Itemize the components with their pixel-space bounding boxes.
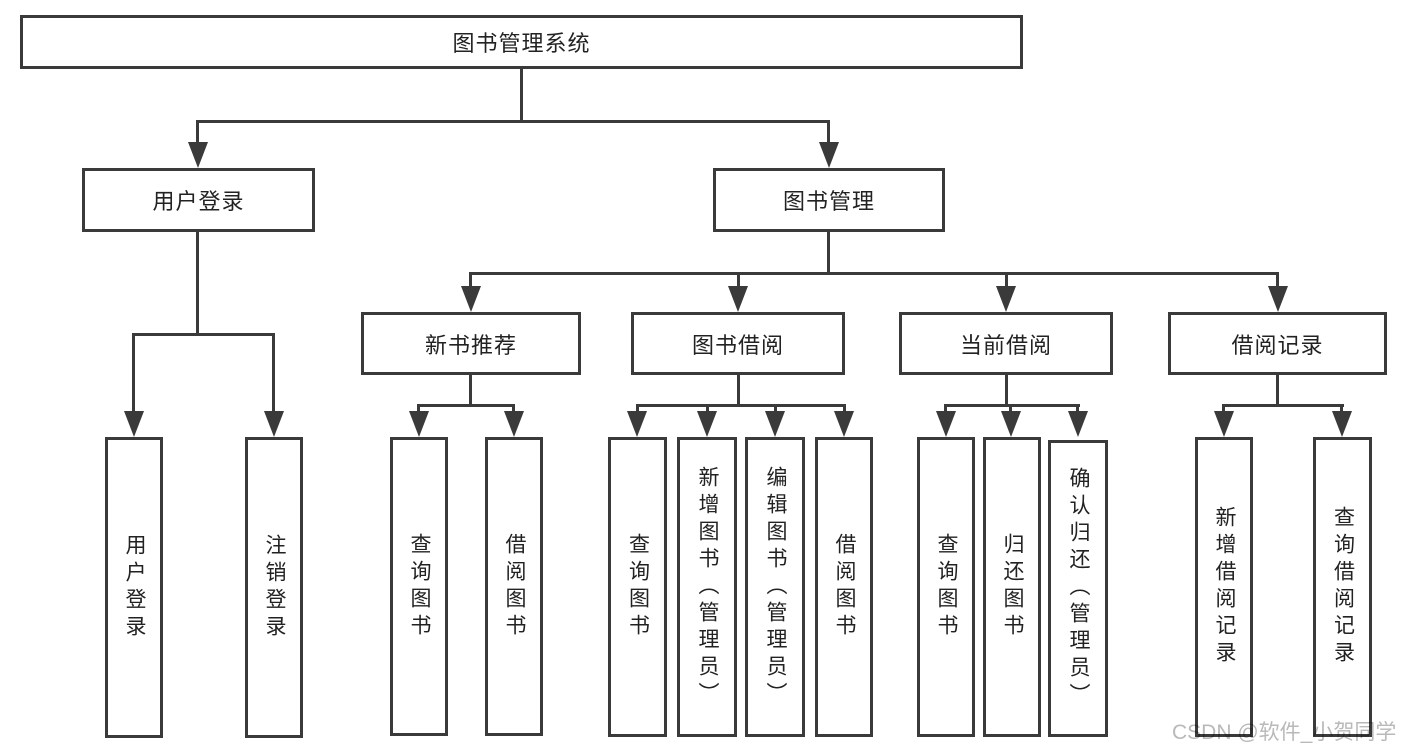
node-current-borrow-label: 当前借阅 xyxy=(959,332,1052,358)
connector-level3-bus-line xyxy=(469,272,1279,275)
arrow-down-icon xyxy=(264,411,284,437)
leaf-query-borrow-record-label: 查询借阅记录 xyxy=(1331,506,1355,668)
arrow-down-icon xyxy=(124,411,144,437)
arrow-down-icon xyxy=(728,286,748,312)
leaf-query-borrow-record: 查询借阅记录 xyxy=(1313,437,1372,737)
node-root: 图书管理系统 xyxy=(20,15,1023,69)
arrow-down-icon xyxy=(819,142,839,168)
leaf-borrow-book-2: 借阅图书 xyxy=(815,437,873,737)
leaf-logout: 注销登录 xyxy=(245,437,303,738)
connector-book-borrow-drop-line xyxy=(737,375,740,407)
connector-stem-leaf xyxy=(512,404,515,415)
arrow-down-icon xyxy=(996,286,1016,312)
connector-new-book-rec-drop-line xyxy=(469,375,472,407)
node-new-book-rec: 新书推荐 xyxy=(361,312,581,375)
leaf-add-borrow-record: 新增借阅记录 xyxy=(1195,437,1253,737)
connector-borrow-records-drop-line xyxy=(1276,375,1279,407)
connector-stem-borrow-records xyxy=(1276,272,1279,290)
node-book-mgmt-label: 图书管理 xyxy=(782,189,875,214)
node-borrow-records-label: 借阅记录 xyxy=(1231,332,1324,358)
leaf-borrow-book-1: 借阅图书 xyxy=(485,437,543,736)
leaf-confirm-return-admin-label: 确认归还（管理员） xyxy=(1067,467,1091,710)
connector-user-login-drop-line xyxy=(196,232,199,336)
arrow-down-icon xyxy=(834,411,854,437)
connector-stem-leaf xyxy=(1340,404,1343,415)
arrow-down-icon xyxy=(1268,286,1288,312)
node-user-login: 用户登录 xyxy=(82,168,315,232)
connector-stem-leaf xyxy=(1076,404,1079,415)
arrow-down-icon xyxy=(409,411,429,437)
connector-new-book-rec-bus-line xyxy=(417,404,515,407)
node-book-borrow: 图书借阅 xyxy=(631,312,845,375)
leaf-user-login: 用户登录 xyxy=(105,437,163,738)
leaf-query-book-2-label: 查询图书 xyxy=(626,533,650,641)
connector-stem-leaf xyxy=(843,404,846,415)
connector-stem-login-leaf xyxy=(132,333,135,415)
connector-stem-current-borrow xyxy=(1005,272,1008,290)
connector-stem-leaf xyxy=(417,404,420,415)
leaf-add-book-admin: 新增图书（管理员） xyxy=(677,437,737,737)
connector-stem-user-login xyxy=(196,120,199,146)
arrow-down-icon xyxy=(1332,411,1352,437)
connector-borrow-records-bus-line xyxy=(1222,404,1344,407)
arrow-down-icon xyxy=(1214,411,1234,437)
connector-level2-bus-line xyxy=(196,120,830,123)
arrow-down-icon xyxy=(1068,411,1088,437)
leaf-add-book-admin-label: 新增图书（管理员） xyxy=(696,465,720,709)
node-user-login-label: 用户登录 xyxy=(152,189,245,214)
arrow-down-icon xyxy=(504,411,524,437)
leaf-borrow-book-1-label: 借阅图书 xyxy=(503,532,527,641)
connector-stem-new-book-rec xyxy=(469,272,472,290)
leaf-confirm-return-admin: 确认归还（管理员） xyxy=(1048,440,1108,737)
connector-user-login-bus-line xyxy=(132,333,275,336)
connector-stem-leaf xyxy=(1222,404,1225,415)
node-book-mgmt: 图书管理 xyxy=(713,168,945,232)
connector-root-drop-line xyxy=(520,69,523,123)
arrow-down-icon xyxy=(765,411,785,437)
node-new-book-rec-label: 新书推荐 xyxy=(424,332,517,358)
connector-stem-book-borrow xyxy=(737,272,740,290)
connector-stem-leaf xyxy=(1009,404,1012,415)
leaf-query-book-3: 查询图书 xyxy=(917,437,975,737)
connector-stem-leaf xyxy=(944,404,947,415)
node-book-borrow-label: 图书借阅 xyxy=(691,332,784,358)
connector-stem-leaf xyxy=(706,404,709,415)
connector-stem-logout-leaf xyxy=(272,333,275,415)
leaf-query-book-3-label: 查询图书 xyxy=(935,533,959,641)
leaf-user-login-label: 用户登录 xyxy=(123,533,147,642)
arrow-down-icon xyxy=(936,411,956,437)
csdn-watermark: CSDN @软件_小贺同学 xyxy=(1172,721,1397,744)
leaf-return-book-label: 归还图书 xyxy=(1001,533,1025,641)
node-current-borrow: 当前借阅 xyxy=(899,312,1113,375)
connector-book-mgmt-drop-line xyxy=(827,232,830,275)
leaf-query-book-1: 查询图书 xyxy=(390,437,448,736)
node-borrow-records: 借阅记录 xyxy=(1168,312,1387,375)
connector-stem-leaf xyxy=(774,404,777,415)
connector-current-borrow-drop-line xyxy=(1005,375,1008,407)
leaf-borrow-book-2-label: 借阅图书 xyxy=(833,533,857,641)
arrow-down-icon xyxy=(697,411,717,437)
arrow-down-icon xyxy=(188,142,208,168)
leaf-add-borrow-record-label: 新增借阅记录 xyxy=(1213,506,1237,668)
connector-stem-book-mgmt xyxy=(827,120,830,146)
leaf-return-book: 归还图书 xyxy=(983,437,1041,737)
leaf-query-book-1-label: 查询图书 xyxy=(408,532,432,641)
leaf-query-book-2: 查询图书 xyxy=(608,437,667,737)
leaf-edit-book-admin: 编辑图书（管理员） xyxy=(745,437,805,737)
arrow-down-icon xyxy=(1001,411,1021,437)
arrow-down-icon xyxy=(461,286,481,312)
connector-current-borrow-bus-line xyxy=(944,404,1080,407)
leaf-edit-book-admin-label: 编辑图书（管理员） xyxy=(764,465,788,709)
connector-book-borrow-bus-line xyxy=(636,404,846,407)
leaf-logout-label: 注销登录 xyxy=(263,533,287,642)
node-root-label: 图书管理系统 xyxy=(452,31,591,56)
connector-stem-leaf xyxy=(636,404,639,415)
arrow-down-icon xyxy=(627,411,647,437)
